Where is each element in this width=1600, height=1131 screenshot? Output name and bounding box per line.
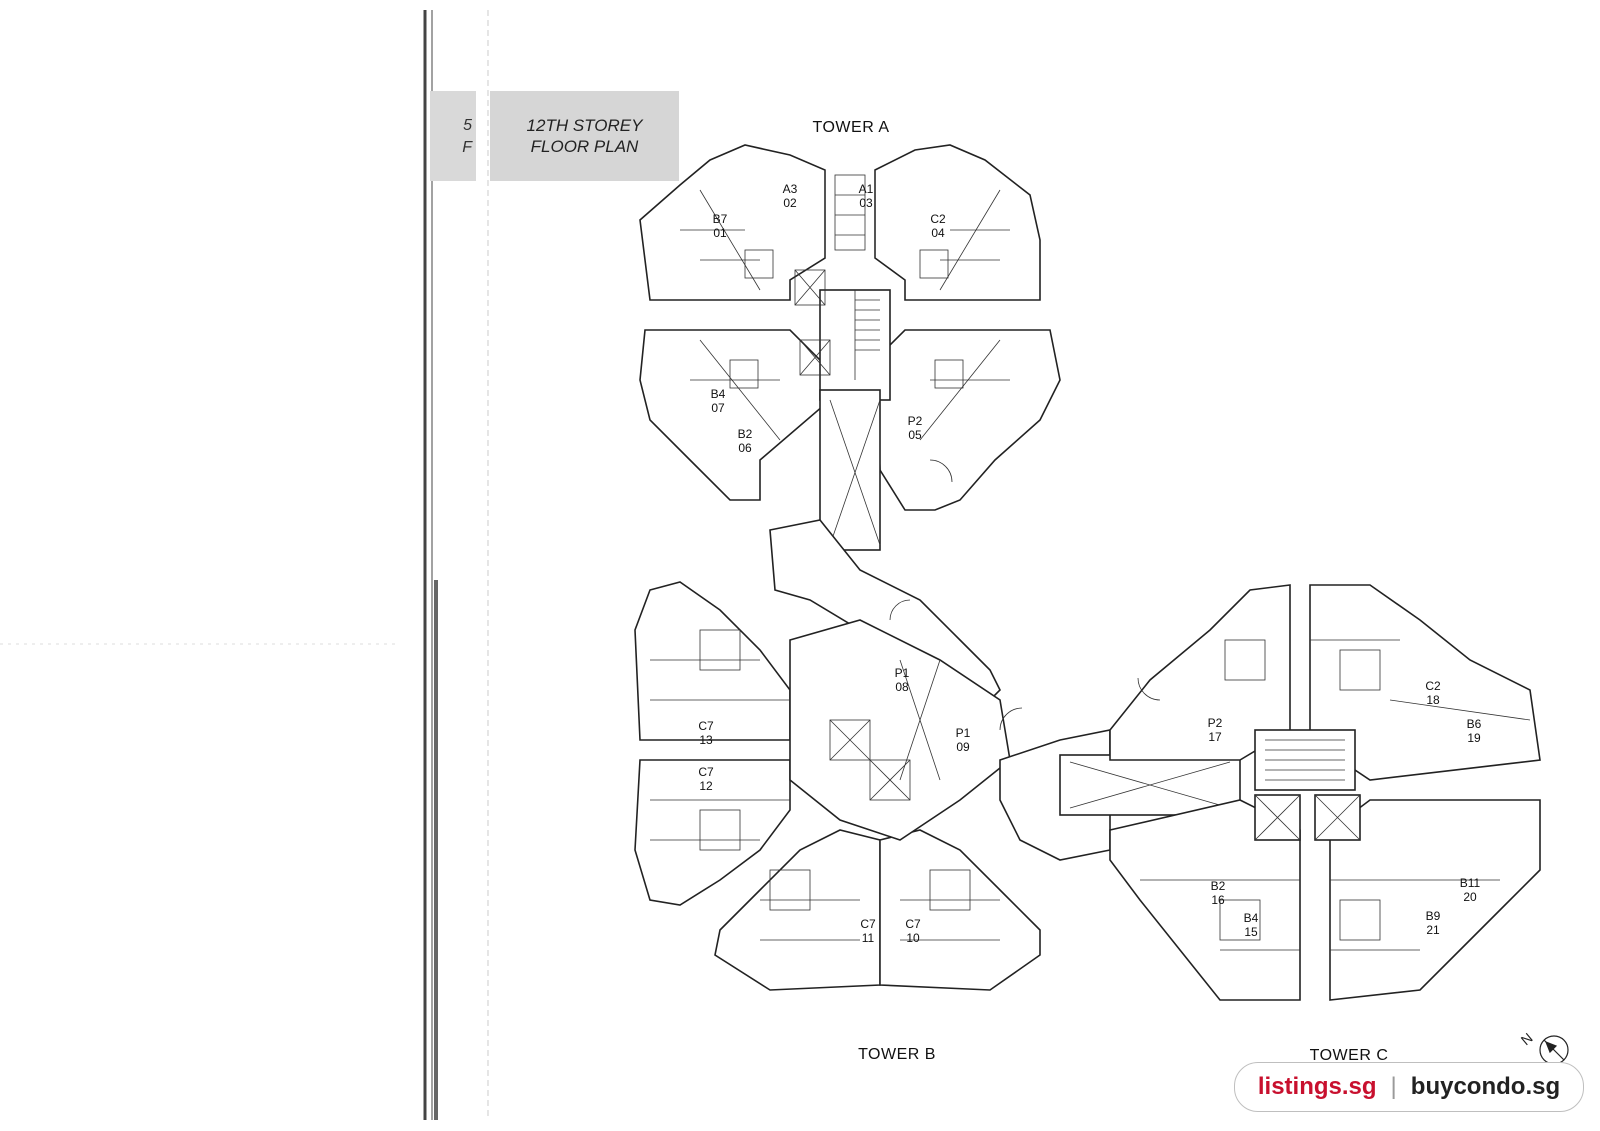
north-label: N bbox=[1518, 1030, 1536, 1049]
north-arrow-icon: N bbox=[1518, 1030, 1569, 1065]
tower-a-outline bbox=[639, 144, 1061, 551]
tower-a-interior bbox=[680, 170, 1010, 623]
tower-a-label: TOWER A bbox=[813, 119, 890, 136]
tower-b-outline bbox=[634, 581, 1041, 991]
title-stub-bottom: F bbox=[462, 139, 472, 156]
title-stub: 5 F bbox=[430, 91, 476, 181]
title-line-1: 12TH STOREY bbox=[526, 116, 643, 135]
tower-b-label: TOWER B bbox=[858, 1046, 936, 1063]
scan-edge bbox=[0, 10, 489, 1120]
floor-plan-title: 12TH STOREY FLOOR PLAN bbox=[490, 91, 679, 181]
tower-b-c-connector-detail bbox=[1069, 761, 1231, 809]
watermark-site-2: buycondo.sg bbox=[1410, 1073, 1561, 1100]
tower-b-c-connector bbox=[999, 729, 1241, 861]
tower-c-interior bbox=[1137, 639, 1531, 951]
tower-b-interior bbox=[650, 599, 1023, 985]
tower-c-label: TOWER C bbox=[1310, 1047, 1389, 1064]
title-stub-top: 5 bbox=[463, 117, 472, 134]
title-line-2: FLOOR PLAN bbox=[530, 137, 639, 156]
watermark-badge: listings.sg | buycondo.sg bbox=[1234, 1062, 1584, 1112]
watermark-site-1: listings.sg bbox=[1257, 1073, 1377, 1100]
watermark-separator: | bbox=[1390, 1073, 1397, 1100]
